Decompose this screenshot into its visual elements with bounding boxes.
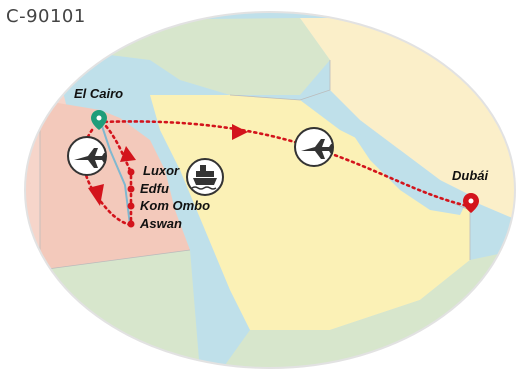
label-dubai: Dubái bbox=[452, 168, 489, 183]
plane-icon bbox=[67, 136, 107, 176]
stop-edfu bbox=[127, 185, 135, 193]
location-pin-icon bbox=[91, 110, 107, 130]
label-aswan: Aswan bbox=[139, 216, 182, 231]
stop-luxor bbox=[127, 168, 135, 176]
route-arrow-east bbox=[232, 124, 248, 140]
stop-kom-ombo bbox=[127, 202, 135, 210]
land-north bbox=[100, 18, 330, 95]
arabia-region bbox=[150, 95, 470, 330]
label-kom-ombo: Kom Ombo bbox=[140, 198, 210, 213]
route-arrow-south bbox=[88, 184, 104, 206]
map-frame bbox=[24, 11, 516, 369]
cruise-ship-icon bbox=[186, 158, 224, 196]
label-edfu: Edfu bbox=[140, 181, 169, 196]
stop-aswan bbox=[127, 220, 135, 228]
label-cairo: El Cairo bbox=[74, 86, 123, 101]
nile-river bbox=[99, 119, 131, 226]
red-sea bbox=[165, 170, 250, 335]
route-luxor-cairo bbox=[103, 123, 132, 172]
plane-icon bbox=[294, 127, 334, 167]
label-luxor: Luxor bbox=[143, 163, 180, 178]
persian-gulf bbox=[350, 130, 470, 215]
route-code: C-90101 bbox=[6, 6, 86, 27]
location-pin-icon bbox=[463, 193, 479, 213]
route-arrow-north bbox=[120, 146, 136, 162]
